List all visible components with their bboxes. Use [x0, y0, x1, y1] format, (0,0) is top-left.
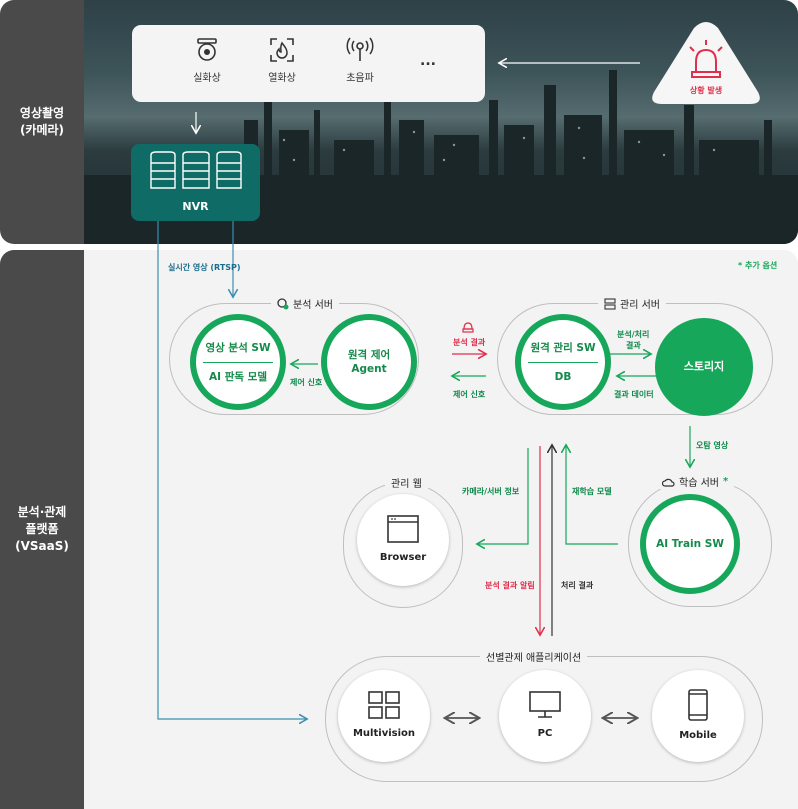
edge-label-error-video: 오탐 영상 [696, 441, 729, 450]
learning-server-title: 학습 서버* [656, 474, 735, 489]
mobile-node: Mobile [652, 670, 744, 762]
management-server-title: 관리 서버 [598, 296, 666, 311]
cloud-icon [662, 478, 675, 487]
edge-label-realtime: 실시간 영상 (RTSP) [168, 263, 241, 272]
alarm-label: 상황 발생 [690, 85, 722, 95]
sensor-group: 실화상 열화상 초음파 ... [132, 25, 485, 102]
edge-label-process-result: 처리 결과 [561, 581, 594, 590]
thermal-flame-icon [270, 38, 294, 62]
edge-label-result: 결과 [626, 341, 641, 350]
management-web-title: 관리 웹 [385, 475, 428, 490]
sensor-thermal: 열화상 [247, 25, 317, 102]
smartphone-icon [688, 689, 708, 721]
edge-label-camera-server-info: 카메라/서버 정보 [462, 487, 520, 496]
more-sensors-ellipsis: ... [420, 53, 436, 69]
monitoring-app-title: 선별관제 애플리케이션 [480, 649, 588, 664]
alarm-event: 상황 발생 [642, 20, 770, 112]
sensor-ultrasonic: 초음파 [325, 25, 395, 102]
pc-node: PC [499, 670, 591, 762]
nvr-box: NVR [131, 144, 260, 221]
edge-label-analysis-result: 분석 결과 [453, 338, 486, 347]
multivision-grid-icon [368, 691, 400, 719]
edge-label-control-b: 제어 신호 [453, 390, 486, 399]
ai-settings-icon [277, 297, 289, 309]
analysis-server-title: 분석 서버 [271, 296, 339, 311]
edge-label-control-a: 제어 신호 [290, 378, 323, 387]
edge-label-analysis-process: 분석/처리 [617, 330, 650, 339]
section-label-camera: 영상촬영(카메라) [0, 0, 84, 244]
server-small-icon [604, 297, 616, 310]
ultrasonic-antenna-icon [346, 37, 374, 61]
edge-label-result-data: 결과 데이터 [614, 390, 654, 399]
monitor-icon [529, 691, 561, 718]
edge-label-analysis-alert: 분석 결과 알림 [485, 581, 535, 590]
extra-option-note: * 추가 옵션 [738, 261, 778, 270]
server-rack-icon [149, 151, 242, 189]
browser-node: Browser [357, 494, 449, 586]
cctv-camera-icon [197, 38, 217, 61]
siren-small-icon [462, 322, 474, 333]
browser-window-icon [387, 515, 419, 543]
sensor-visible: 실화상 [172, 25, 242, 102]
ai-train-sw-node: AI Train SW [640, 494, 740, 594]
edge-label-retrain-model: 재학습 모델 [572, 487, 612, 496]
multivision-node: Multivision [338, 670, 430, 762]
storage-node: 스토리지 [655, 318, 753, 416]
siren-icon [689, 40, 723, 78]
